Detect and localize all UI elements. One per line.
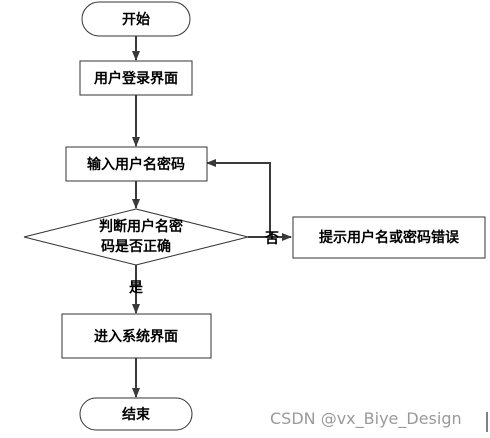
error-label: 提示用户名或密码错误	[319, 229, 460, 246]
start-label: 开始	[122, 11, 150, 28]
login-page-label: 用户登录界面	[94, 70, 178, 87]
login-page-box	[79, 60, 193, 96]
decision-diamond	[23, 208, 249, 266]
error-box	[292, 216, 486, 259]
input-label: 输入用户名密码	[87, 156, 185, 173]
input-box	[65, 146, 208, 182]
watermark: CSDN @vx_Biye_Design	[270, 409, 462, 429]
enter-system-box	[61, 313, 212, 359]
edge-label-yes: 是	[129, 280, 144, 296]
enter-system-label: 进入系统界面	[94, 328, 178, 345]
end-label: 结束	[122, 406, 151, 423]
decision-label-line1: 判断用户名密	[99, 218, 183, 235]
edge-label-no: 否	[264, 231, 279, 247]
start-terminator	[81, 1, 191, 37]
end-terminator	[79, 397, 193, 431]
decision-label-line2: 码是否正确	[101, 238, 171, 255]
edge-loop-back-to-input	[206, 159, 271, 237]
